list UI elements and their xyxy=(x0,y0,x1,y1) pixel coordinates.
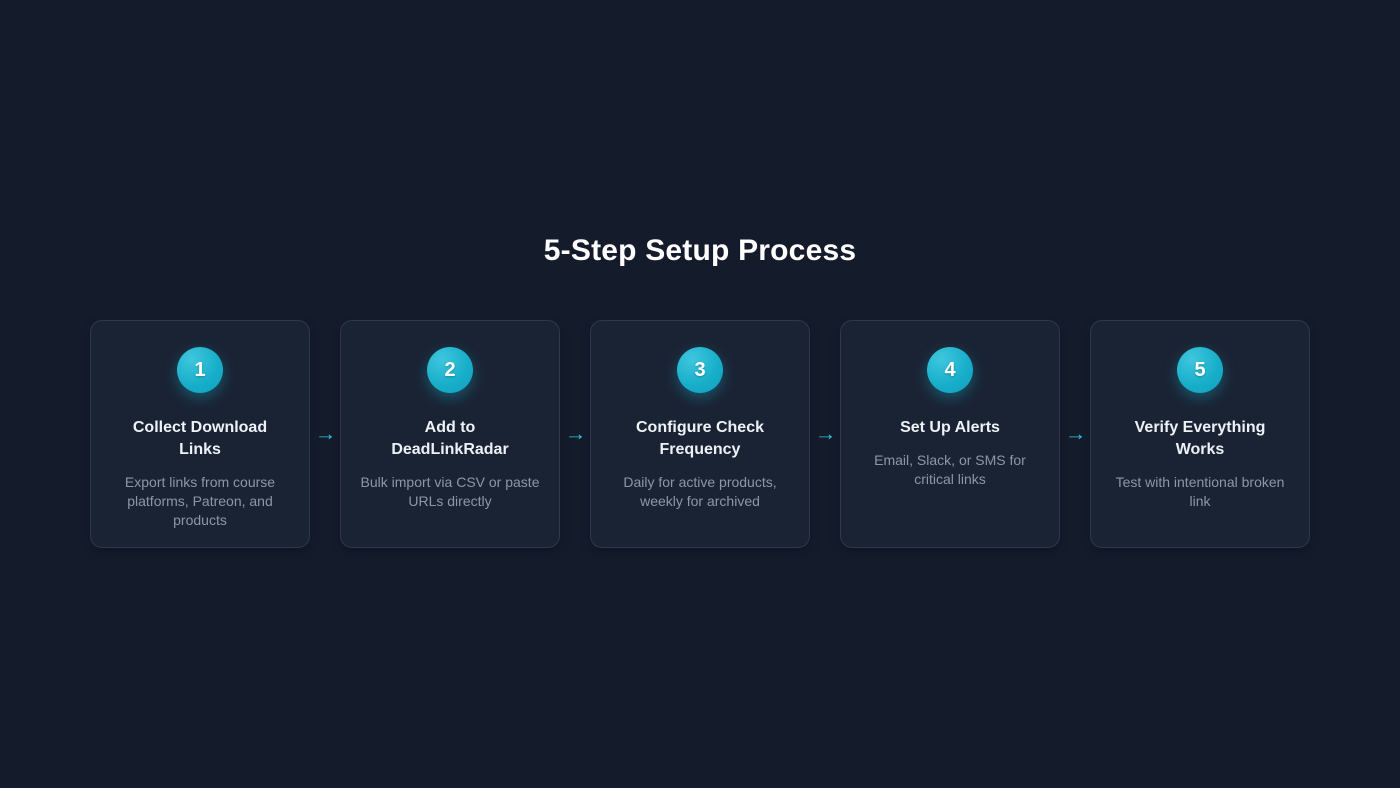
step-title: Verify Everything Works xyxy=(1134,419,1266,458)
step-connector: → xyxy=(560,320,590,548)
step-description: Export links from course platforms, Patr… xyxy=(124,474,276,528)
step-connector: → xyxy=(310,320,340,548)
step-number-badge: 5 xyxy=(1177,347,1223,393)
steps-row: 1 Collect Download Links Export links fr… xyxy=(89,320,1311,548)
step-number: 4 xyxy=(944,358,956,381)
step-number: 2 xyxy=(444,358,456,381)
step-number-badge: 4 xyxy=(927,347,973,393)
step-description: Bulk import via CSV or paste URLs direct… xyxy=(360,474,540,509)
step-card-5: 5 Verify Everything Works Test with inte… xyxy=(1090,320,1310,548)
step-description: Test with intentional broken link xyxy=(1115,474,1285,509)
step-description: Daily for active products, weekly for ar… xyxy=(623,474,777,509)
step-number-badge: 1 xyxy=(177,347,223,393)
right-arrow-icon: → xyxy=(1064,423,1086,445)
step-card-4: 4 Set Up Alerts Email, Slack, or SMS for… xyxy=(840,320,1060,548)
step-connector: → xyxy=(1060,320,1090,548)
step-title: Configure Check Frequency xyxy=(635,419,764,458)
step-card-2: 2 Add to DeadLinkRadar Bulk import via C… xyxy=(340,320,560,548)
right-arrow-icon: → xyxy=(814,423,836,445)
step-card-3: 3 Configure Check Frequency Daily for ac… xyxy=(590,320,810,548)
step-number: 5 xyxy=(1194,358,1206,381)
page-title: 5-Step Setup Process xyxy=(543,234,857,267)
step-card-1: 1 Collect Download Links Export links fr… xyxy=(90,320,310,548)
step-title: Set Up Alerts xyxy=(900,419,1000,436)
step-description: Email, Slack, or SMS for critical links xyxy=(874,452,1026,487)
step-connector: → xyxy=(810,320,840,548)
step-number: 1 xyxy=(194,358,206,381)
right-arrow-icon: → xyxy=(564,423,586,445)
step-number: 3 xyxy=(694,358,706,381)
step-number-badge: 2 xyxy=(427,347,473,393)
step-title: Add to DeadLinkRadar xyxy=(391,419,509,458)
step-number-badge: 3 xyxy=(677,347,723,393)
right-arrow-icon: → xyxy=(314,423,336,445)
step-title: Collect Download Links xyxy=(132,419,268,458)
